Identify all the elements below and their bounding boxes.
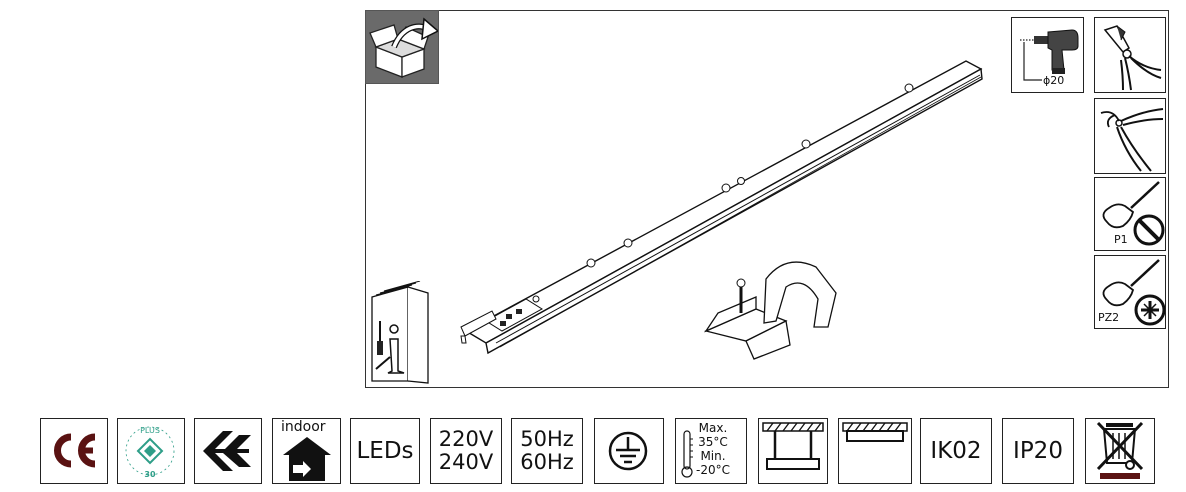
enec-mark-badge: [194, 418, 262, 484]
earth-ground-icon: [608, 431, 648, 471]
temperature-badge: Max. 35°C Min. -20°C: [675, 418, 747, 484]
weee-badge: [1085, 418, 1155, 484]
flat-screwdriver-tile: P1: [1094, 177, 1166, 251]
pozi-screwdriver-label: PZ2: [1098, 311, 1120, 324]
drill-tile: ϕ20: [1011, 17, 1084, 93]
voltage-badge: 220V 240V: [430, 418, 502, 484]
instruction-manual-icon: [371, 281, 429, 384]
freq-60-label: 60Hz: [520, 450, 574, 474]
temp-min-label: Min.: [700, 449, 726, 463]
voltage-240-label: 240V: [438, 450, 494, 474]
plus-seal-number: 30: [144, 470, 156, 479]
voltage-220-label: 220V: [438, 427, 494, 451]
ce-mark-badge: [40, 418, 108, 484]
box-open-icon: [369, 17, 438, 78]
side-cutter-icon: [1100, 108, 1164, 172]
temp-max-label: Max.: [698, 421, 728, 435]
thermometer-icon: [681, 430, 693, 478]
pozi-screwdriver-icon: [1102, 259, 1165, 326]
indoor-badge: indoor: [272, 418, 341, 484]
temp-min-value: -20°C: [696, 463, 730, 477]
weee-bin-icon: [1096, 421, 1144, 479]
leds-label: LEDs: [356, 437, 414, 464]
ip-rating-label: IP20: [1013, 437, 1063, 464]
drill-icon: [1020, 29, 1079, 81]
freq-50-label: 50Hz: [520, 427, 574, 451]
flat-screwdriver-label: P1: [1114, 233, 1128, 246]
plus-seal-text: PLUS: [140, 426, 160, 435]
plus-30-seal-badge: PLUS 30: [117, 418, 185, 484]
plus-30-seal-icon: PLUS 30: [125, 426, 175, 479]
frequency-badge: 50Hz 60Hz: [511, 418, 583, 484]
unbox-tile: [365, 10, 439, 84]
ik-rating-label: IK02: [930, 437, 982, 464]
indoor-label: indoor: [281, 419, 326, 435]
pozi-screwdriver-tile: PZ2: [1094, 255, 1166, 329]
ceiling-mount-badge: [838, 418, 912, 484]
luminaire-track-drawing: [460, 60, 983, 360]
cutter-tile: [1094, 98, 1166, 174]
drill-size-label: ϕ20: [1043, 74, 1065, 87]
earth-ground-badge: [594, 418, 664, 484]
house-indoor-icon: [283, 437, 331, 481]
pendant-mount-badge: [758, 418, 828, 484]
instruction-frame: ϕ20 P1: [365, 10, 1169, 388]
temperature-range: Max. 35°C Min. -20°C: [696, 421, 730, 477]
ceiling-mount-icon: [842, 422, 908, 442]
ce-mark-icon: [54, 433, 96, 468]
temp-max-value: 35°C: [698, 435, 728, 449]
leds-badge: LEDs: [350, 418, 420, 484]
pliers-tile: [1094, 17, 1166, 93]
pendant-mount-icon: [762, 422, 824, 470]
pliers-icon: [1103, 25, 1162, 91]
flat-screwdriver-icon: [1102, 181, 1165, 246]
enec-mark-icon: [203, 431, 251, 471]
ip-rating-badge: IP20: [1002, 418, 1074, 484]
ik-rating-badge: IK02: [920, 418, 992, 484]
